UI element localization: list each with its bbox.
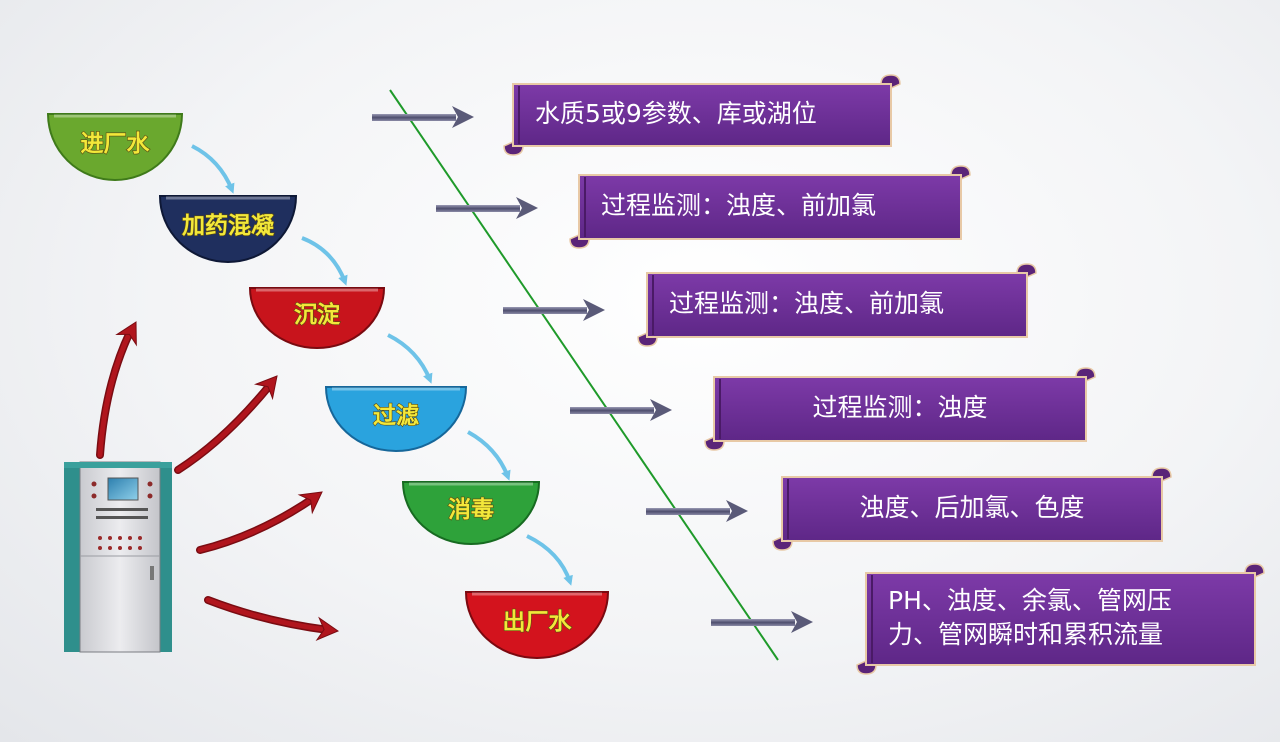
stage-shape	[248, 287, 386, 349]
process-stage: 过滤	[324, 386, 468, 452]
stage-label: 加药混凝	[181, 212, 275, 239]
process-stage: 沉淀	[248, 287, 386, 349]
monitor-box-text: 过程监测：浊度、前加氯	[601, 191, 876, 220]
control-arrow	[174, 375, 278, 474]
monitor-box: 过程监测：浊度	[704, 367, 1096, 451]
monitor-box-shape	[781, 476, 1163, 542]
monitor-box: 水质5或9参数、库或湖位	[503, 74, 901, 156]
divider-line	[389, 89, 779, 661]
flow-arrow	[570, 399, 672, 421]
control-arrow	[96, 321, 137, 459]
stage-label: 过滤	[373, 403, 419, 429]
control-cabinet-icon	[64, 461, 172, 653]
stage-shape	[324, 386, 468, 452]
monitor-box-text: 浊度、后加氯、色度	[859, 493, 1084, 522]
monitor-boxes: 水质5或9参数、库或湖位过程监测：浊度、前加氯过程监测：浊度、前加氯过程监测：浊…	[503, 74, 1265, 675]
monitor-box: 过程监测：浊度、前加氯	[569, 165, 971, 249]
stage-label: 消毒	[448, 497, 494, 523]
monitor-box-text: PH、浊度、余氯、管网压	[888, 586, 1172, 615]
flow-arrow	[711, 611, 813, 633]
monitor-box-shape	[512, 83, 892, 147]
stage-step-arrows	[191, 144, 573, 586]
stage-label: 进厂水	[81, 131, 151, 157]
process-stage: 进厂水	[46, 113, 184, 181]
monitor-box-text: 力、管网瞬时和累积流量	[888, 620, 1163, 649]
step-arrow	[191, 144, 235, 194]
control-arrow	[204, 596, 340, 641]
monitor-box-text: 过程监测：浊度、前加氯	[669, 289, 944, 318]
flow-arrow	[372, 106, 474, 128]
stage-shape	[464, 591, 610, 659]
monitor-box: 过程监测：浊度、前加氯	[637, 263, 1037, 347]
monitor-flow-arrows	[372, 106, 813, 633]
monitor-box-text: 过程监测：浊度	[812, 393, 987, 422]
step-arrow	[467, 430, 511, 481]
stage-label: 沉淀	[294, 301, 341, 328]
stage-shape	[158, 195, 298, 263]
process-stage: 加药混凝	[158, 195, 298, 263]
flow-arrow	[503, 299, 605, 321]
stage-shape	[46, 113, 184, 181]
monitor-box-shape	[646, 272, 1028, 338]
flow-arrow	[646, 500, 748, 522]
monitor-box-shape	[865, 572, 1256, 666]
monitor-box-shape	[578, 174, 962, 240]
stage-shape	[401, 481, 541, 545]
step-arrow	[301, 236, 348, 286]
stage-label: 出厂水	[503, 609, 573, 635]
step-arrow	[387, 333, 433, 384]
flow-arrow	[436, 197, 538, 219]
monitor-box-text: 水质5或9参数、库或湖位	[535, 99, 817, 128]
process-stage: 消毒	[401, 481, 541, 545]
control-arrows	[96, 321, 340, 641]
step-arrow	[526, 534, 573, 586]
process-stage: 出厂水	[464, 591, 610, 659]
monitor-box-shape	[713, 376, 1087, 442]
monitor-box: 浊度、后加氯、色度	[772, 467, 1172, 551]
control-arrow	[196, 491, 323, 554]
